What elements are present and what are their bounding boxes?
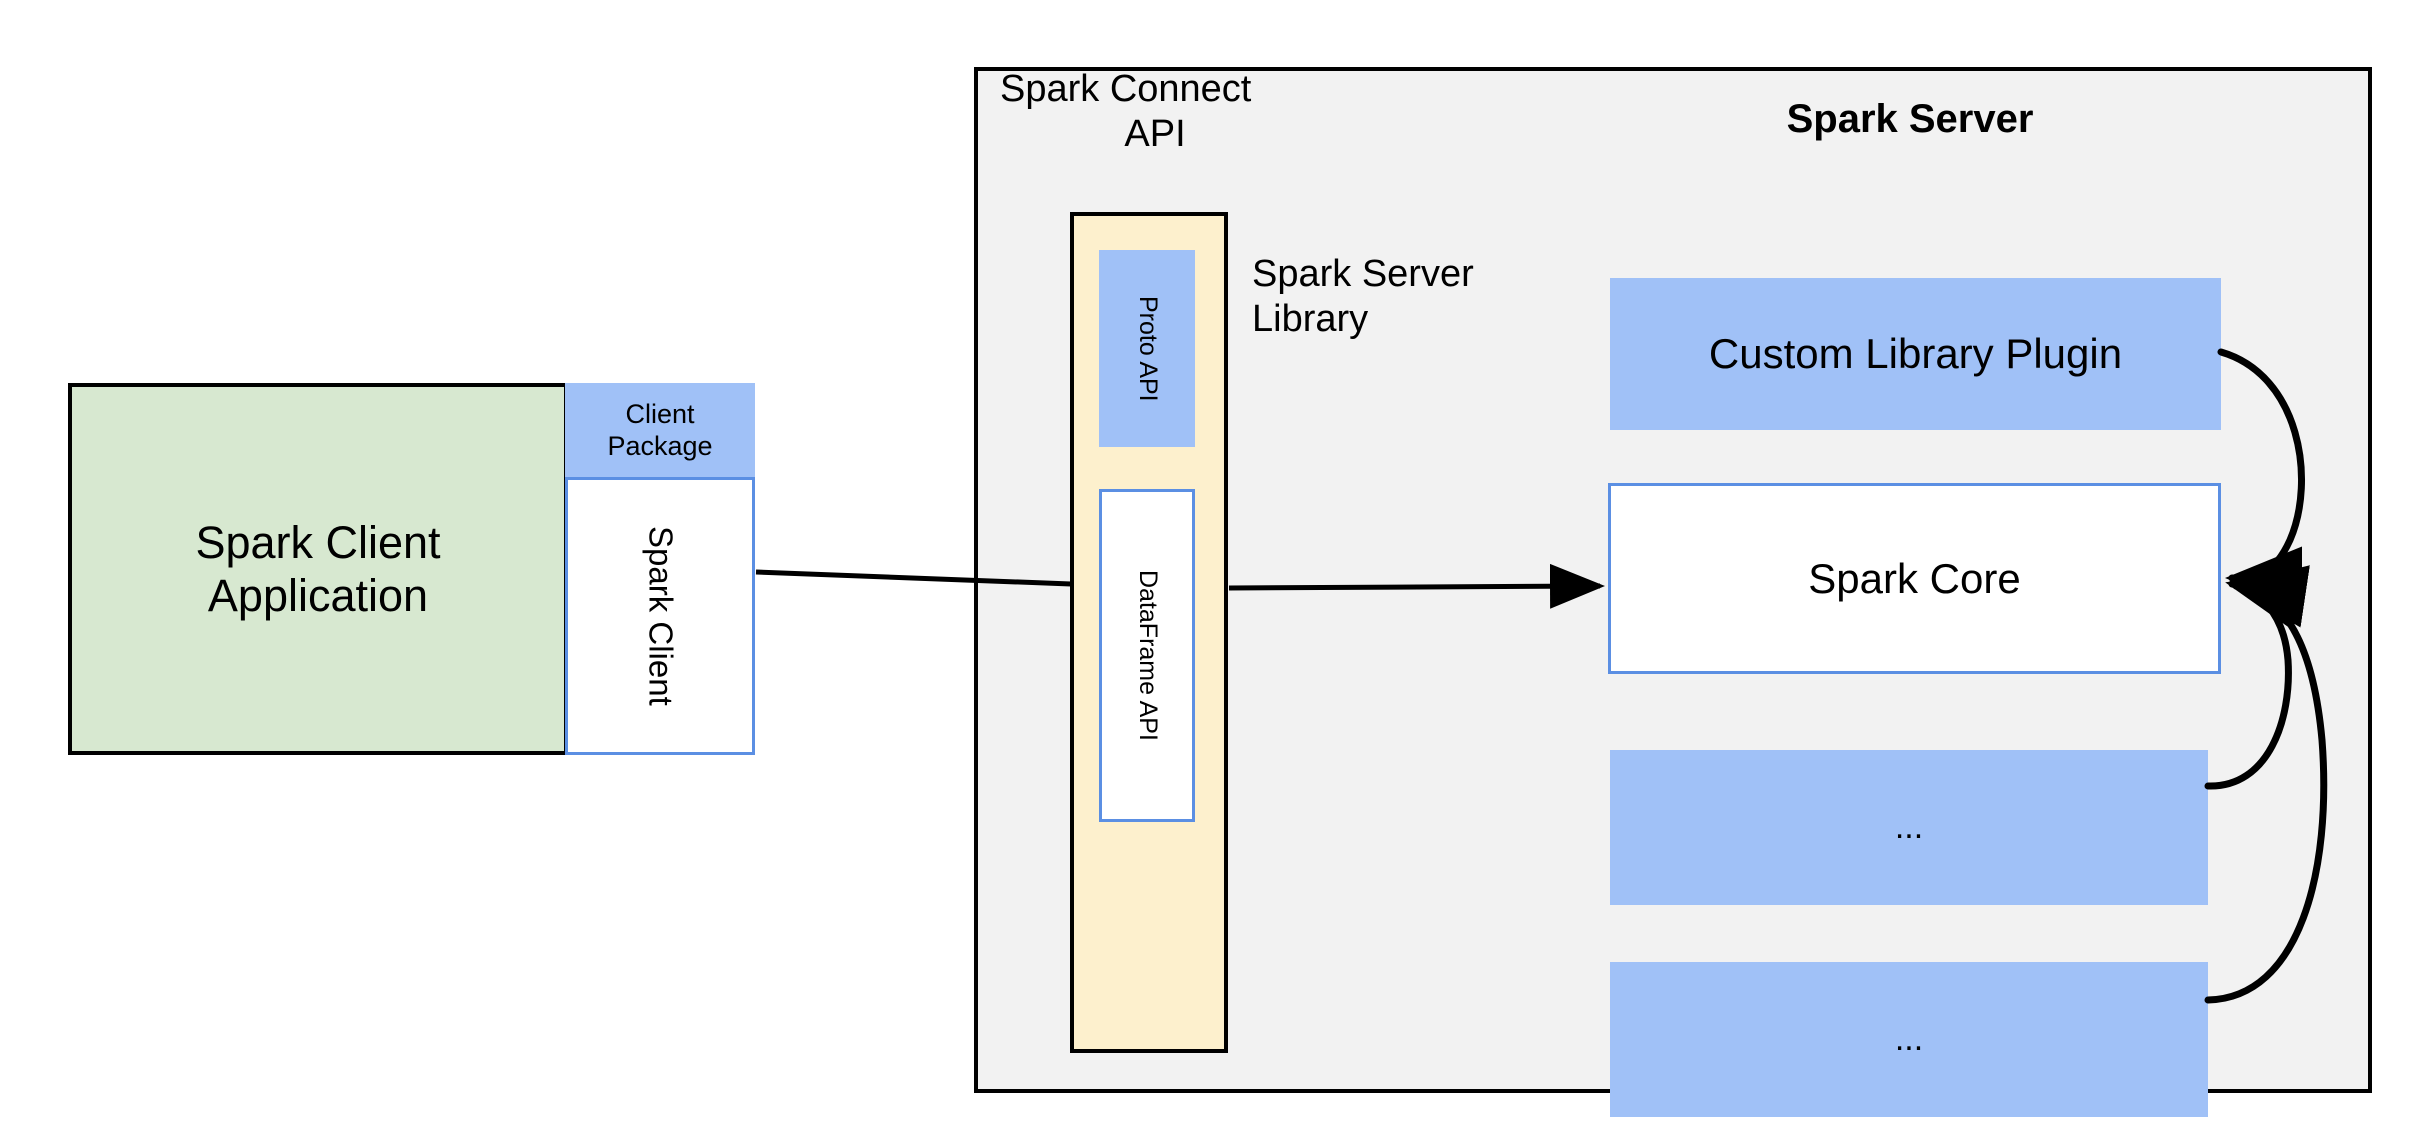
ellipsis-component-2-box[interactable]: ...	[1610, 962, 2208, 1117]
client-package-box[interactable]: Client Package	[565, 383, 755, 478]
spark-client-box[interactable]: Spark Client	[565, 477, 755, 755]
spark-connect-api-label: Spark Connect API	[1000, 62, 1310, 162]
spark-connect-api-label-line1: Spark Connect	[1000, 68, 1252, 111]
spark-core-box[interactable]: Spark Core	[1608, 483, 2221, 674]
spark-server-library-label: Spark Server Library	[1252, 247, 1532, 347]
dataframe-api-box[interactable]: DataFrame API	[1099, 489, 1195, 822]
custom-library-plugin-box[interactable]: Custom Library Plugin	[1610, 278, 2221, 430]
proto-api-box[interactable]: Proto API	[1099, 250, 1195, 447]
spark-server-library-label-line1: Spark Server	[1252, 253, 1474, 296]
client-package-line2: Package	[607, 430, 713, 461]
spark-client-application-line2: Application	[207, 570, 429, 621]
proto-api-label: Proto API	[1133, 295, 1162, 402]
ellipsis-component-1-box[interactable]: ...	[1610, 750, 2208, 905]
spark-server-library-label-line2: Library	[1252, 298, 1369, 340]
client-package-line1: Client	[625, 398, 695, 429]
spark-connect-api-label-line2: API	[1124, 113, 1186, 155]
spark-client-application-line1: Spark Client	[195, 516, 441, 568]
spark-client-application-box[interactable]: Spark Client Application	[68, 383, 568, 755]
spark-client-label: Spark Client	[642, 526, 680, 706]
spark-server-title: Spark Server	[1786, 97, 2034, 142]
dataframe-api-label: DataFrame API	[1133, 570, 1162, 741]
